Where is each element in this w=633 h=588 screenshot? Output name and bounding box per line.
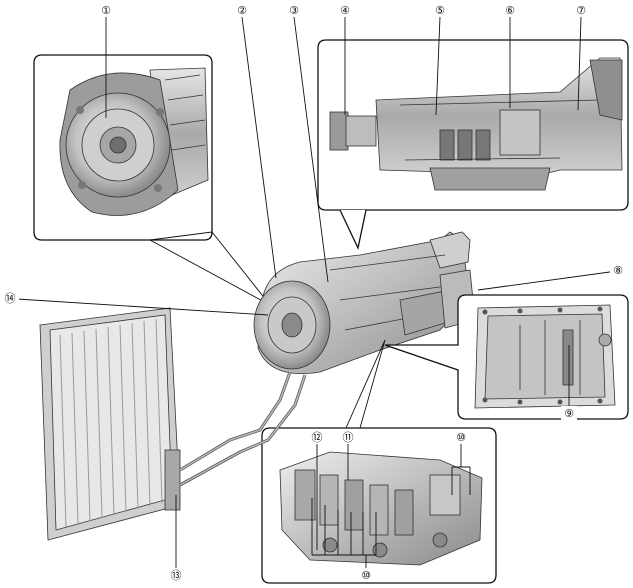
callout-10-bottom: ⑩ — [361, 569, 371, 582]
callout-10-top: ⑩ — [456, 431, 466, 444]
callout-6: ⑥ — [505, 4, 515, 17]
valve-body-illustration — [279, 451, 483, 566]
radiator-illustration — [39, 307, 307, 541]
callout-2: ② — [237, 4, 247, 17]
callout-3: ③ — [289, 4, 299, 17]
callout-8: ⑧ — [613, 264, 623, 277]
callout-1: ① — [101, 4, 111, 17]
inset-transmission-side-view — [317, 39, 629, 251]
callout-5: ⑤ — [435, 4, 445, 17]
callout-14: ⑭ — [5, 292, 16, 305]
inset-torque-converter — [33, 54, 271, 306]
leader-lines — [16, 16, 618, 570]
callout-7: ⑦ — [576, 4, 586, 17]
inset-control-valve-body — [261, 339, 497, 584]
callout-4: ④ — [340, 4, 350, 17]
oil-pan-illustration — [474, 304, 616, 409]
callout-labels: ① ② ③ ④ ⑤ ⑥ ⑦ ⑧ ⑨ ⑩ ⑩ ⑪ ⑫ ⑬ ⑭ — [1, 3, 626, 582]
callout-13: ⑬ — [171, 569, 182, 582]
callout-12: ⑫ — [312, 431, 323, 444]
torque-converter-illustration — [59, 67, 209, 216]
main-transmission-illustration — [253, 231, 476, 374]
transmission-side-illustration — [329, 57, 623, 191]
inset-oil-pan — [384, 294, 629, 420]
callout-11: ⑪ — [343, 431, 354, 444]
callout-9: ⑨ — [564, 407, 574, 420]
